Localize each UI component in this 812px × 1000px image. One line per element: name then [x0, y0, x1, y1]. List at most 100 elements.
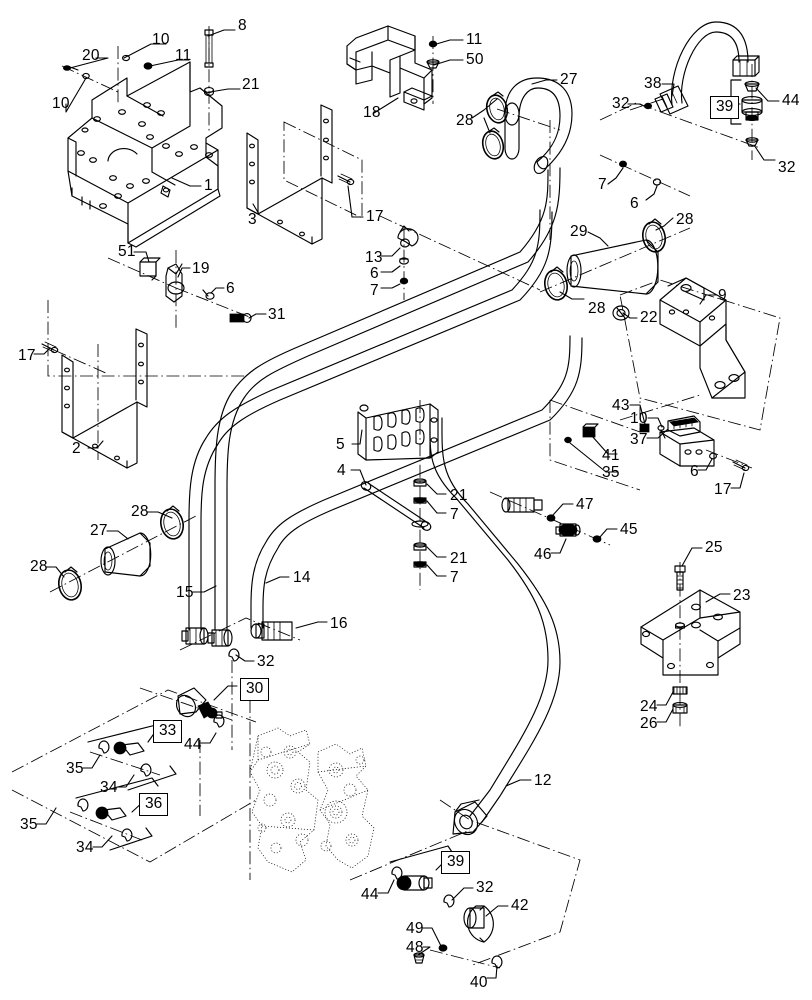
callout-7: 7	[450, 506, 459, 523]
callout-8: 8	[238, 17, 247, 34]
callout-32: 32	[612, 95, 630, 112]
callout-35: 35	[602, 464, 620, 481]
callout-28: 28	[131, 503, 149, 520]
callout-21: 21	[242, 76, 260, 93]
callout-17: 17	[366, 208, 384, 225]
callout-7: 7	[450, 569, 459, 586]
callout-24: 24	[640, 698, 658, 715]
part-38-tube-assembly	[599, 21, 763, 160]
part-3-u-bracket	[246, 104, 363, 245]
fasteners-21-7	[411, 478, 429, 568]
callout-22: 22	[640, 309, 658, 326]
callout-23: 23	[733, 587, 751, 604]
callout-16: 16	[330, 615, 348, 632]
callout-14: 14	[293, 569, 311, 586]
callout-1: 1	[204, 177, 213, 194]
callout-7: 7	[370, 282, 379, 299]
callout-5: 5	[336, 436, 345, 453]
callout-6: 6	[630, 195, 639, 212]
callout-25: 25	[705, 539, 723, 556]
parts-51-19-31	[107, 250, 253, 330]
callout-44: 44	[184, 736, 202, 753]
part-9-bracket	[619, 277, 781, 431]
parts-30-33-36	[11, 648, 257, 863]
callout-39-boxed: 39	[710, 96, 740, 119]
callout-7: 7	[598, 176, 607, 193]
fittings-45-46-47	[489, 491, 611, 546]
part-22-washer	[612, 305, 630, 321]
callout-28: 28	[676, 211, 694, 228]
callout-3: 3	[248, 211, 257, 228]
callout-17: 17	[18, 347, 36, 364]
callout-10: 10	[630, 410, 648, 427]
fasteners-41-35	[549, 398, 641, 491]
leader-lines	[33, 29, 780, 979]
callout-2: 2	[72, 440, 81, 457]
part-23-bracket	[640, 562, 741, 728]
valve-block-phantom	[249, 700, 471, 881]
callout-40: 40	[470, 974, 488, 991]
callout-10: 10	[52, 95, 70, 112]
callout-4: 4	[337, 462, 346, 479]
parts-bottom-right	[389, 799, 581, 969]
part-1-main-bracket	[67, 61, 223, 248]
callout-12: 12	[534, 772, 552, 789]
callout-15: 15	[176, 584, 194, 601]
callout-18: 18	[363, 104, 381, 121]
callout-41: 41	[602, 447, 620, 464]
callout-38: 38	[644, 75, 662, 92]
callout-32: 32	[778, 159, 796, 176]
callout-35: 35	[20, 816, 38, 833]
callout-32: 32	[476, 879, 494, 896]
callout-39-boxed: 39	[441, 851, 471, 874]
callout-19: 19	[192, 260, 210, 277]
callout-49: 49	[406, 920, 424, 937]
callout-50: 50	[466, 51, 484, 68]
callout-45: 45	[620, 521, 638, 538]
part-27-hose-lower	[49, 505, 197, 601]
callout-20: 20	[82, 47, 100, 64]
hose-end-fittings-left	[179, 617, 301, 651]
callout-28: 28	[30, 558, 48, 575]
callout-10: 10	[152, 31, 170, 48]
part-4-rod	[360, 481, 432, 531]
callout-46: 46	[534, 546, 552, 563]
callout-11: 11	[175, 47, 192, 64]
callout-34: 34	[100, 779, 118, 796]
callout-42: 42	[511, 897, 529, 914]
part-37-mount	[659, 415, 753, 472]
callout-21: 21	[450, 487, 468, 504]
callout-21: 21	[450, 550, 468, 567]
callout-47: 47	[576, 496, 594, 513]
callout-13: 13	[365, 249, 383, 266]
callout-27: 27	[90, 522, 108, 539]
callout-31: 31	[268, 306, 286, 323]
callout-44: 44	[782, 92, 800, 109]
part-5-clamp-block	[357, 400, 439, 590]
callout-34: 34	[76, 839, 94, 856]
callout-17: 17	[714, 481, 732, 498]
callout-6: 6	[226, 280, 235, 297]
callout-28: 28	[456, 112, 474, 129]
callout-44: 44	[361, 886, 379, 903]
callout-6: 6	[690, 463, 699, 480]
callout-43: 43	[612, 397, 630, 414]
callout-26: 26	[640, 715, 658, 732]
callout-36-boxed: 36	[139, 793, 169, 816]
part-2-u-bracket	[41, 300, 245, 469]
part-18-guard	[346, 25, 433, 111]
callout-33-boxed: 33	[153, 720, 183, 743]
callout-35: 35	[66, 760, 84, 777]
callout-29: 29	[570, 223, 588, 240]
callout-48: 48	[406, 939, 424, 956]
callout-6: 6	[370, 265, 379, 282]
fittings-13-6-7	[379, 215, 541, 300]
fasteners-6-7-right	[599, 154, 691, 197]
callout-37: 37	[630, 431, 648, 448]
part-27-hose-upper	[481, 77, 573, 240]
callout-28: 28	[588, 300, 606, 317]
hose-bundle	[188, 167, 583, 823]
callout-32: 32	[257, 653, 275, 670]
